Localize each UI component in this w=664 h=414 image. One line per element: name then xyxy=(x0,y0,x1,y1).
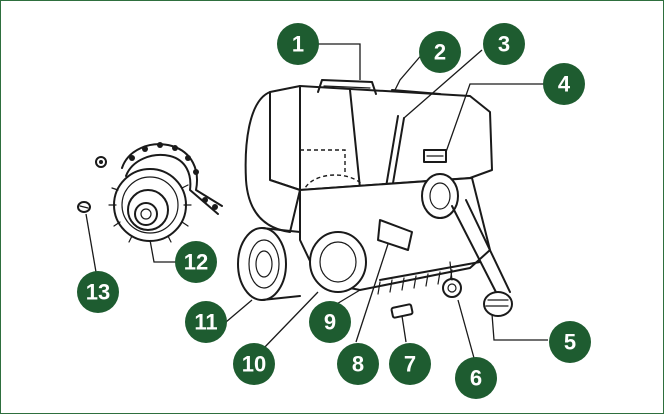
svg-text:1: 1 xyxy=(292,32,304,57)
callout-7: 7 xyxy=(389,343,431,385)
svg-text:13: 13 xyxy=(86,280,110,305)
svg-text:9: 9 xyxy=(324,310,336,335)
callout-badges: 1 2 3 4 5 6 7 xyxy=(77,23,591,399)
baler-body xyxy=(237,79,513,319)
sprocket-clutch-assembly xyxy=(77,142,223,243)
callout-8: 8 xyxy=(337,343,379,385)
svg-text:8: 8 xyxy=(352,352,364,377)
callout-5: 5 xyxy=(549,321,591,363)
svg-text:4: 4 xyxy=(558,72,571,97)
svg-text:10: 10 xyxy=(242,352,266,377)
svg-text:12: 12 xyxy=(184,250,208,275)
callout-2: 2 xyxy=(419,31,461,73)
svg-text:5: 5 xyxy=(564,330,576,355)
svg-text:3: 3 xyxy=(498,32,510,57)
svg-text:6: 6 xyxy=(470,366,482,391)
callout-12: 12 xyxy=(175,241,217,283)
callout-9: 9 xyxy=(309,301,351,343)
svg-text:11: 11 xyxy=(194,310,217,335)
callout-13: 13 xyxy=(77,271,119,313)
svg-text:7: 7 xyxy=(404,352,416,377)
callout-4: 4 xyxy=(543,63,585,105)
callout-11: 11 xyxy=(185,301,227,343)
callout-1: 1 xyxy=(277,23,319,65)
svg-text:2: 2 xyxy=(434,40,446,65)
callout-3: 3 xyxy=(483,23,525,65)
callout-6: 6 xyxy=(455,357,497,399)
callout-10: 10 xyxy=(233,343,275,385)
